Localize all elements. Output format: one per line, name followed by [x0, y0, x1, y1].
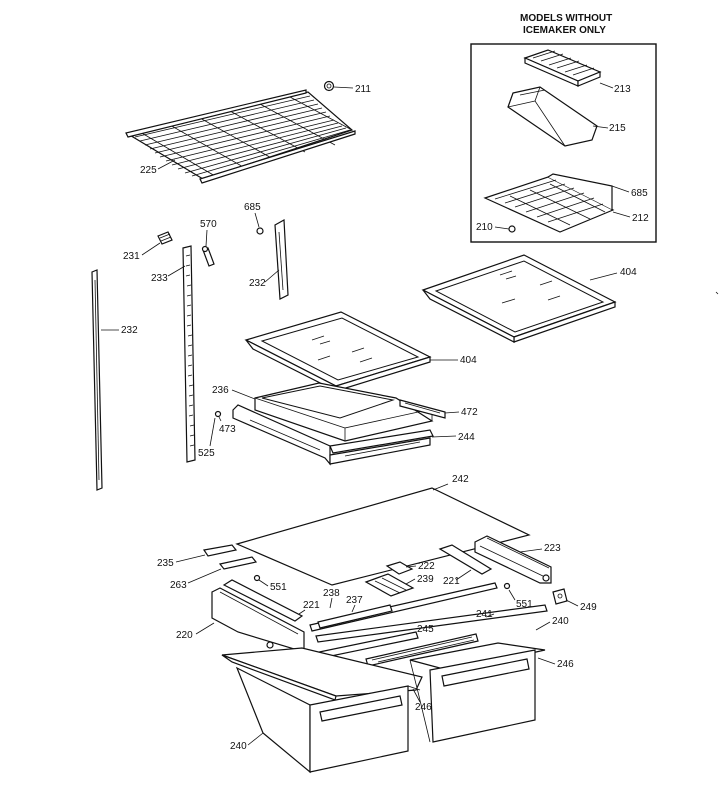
- callout-225: 225: [140, 165, 157, 176]
- callout-223: 223: [544, 543, 561, 554]
- callout-210: 210: [476, 222, 493, 233]
- callout-525: 525: [198, 448, 215, 459]
- bar-238: [317, 604, 393, 629]
- rail-232-center: [274, 219, 289, 300]
- callout-472: 472: [461, 407, 478, 418]
- ice-rack-212: [483, 173, 615, 233]
- callout-220: 220: [176, 630, 193, 641]
- rail-263: [218, 556, 258, 570]
- ice-bin-215: [507, 86, 598, 147]
- screw-473: [214, 410, 222, 418]
- ice-tray-213: [523, 49, 602, 87]
- callout-239: 239: [417, 574, 434, 585]
- rail-232-left: [91, 269, 103, 491]
- rail-235: [202, 544, 238, 557]
- clip-551-right: [503, 582, 511, 590]
- inset-header-line1: MODELS WITHOUT: [520, 13, 612, 24]
- callout-232-center: 232: [249, 278, 266, 289]
- callout-231: 231: [123, 251, 140, 262]
- inset-header-line2: ICEMAKER ONLY: [523, 25, 606, 36]
- callout-551-right: 551: [516, 599, 533, 610]
- crisper-pan-240-right: [409, 642, 546, 743]
- callout-246-right: 246: [557, 659, 574, 670]
- callout-473: 473: [219, 424, 236, 435]
- callout-238: 238: [323, 588, 340, 599]
- screw-210: [508, 225, 516, 233]
- callout-221-right: 221: [443, 576, 460, 587]
- screw-570: [201, 245, 215, 267]
- callout-233: 233: [151, 273, 168, 284]
- screw-685: [256, 227, 264, 235]
- glass-shelf-404-center: [244, 311, 432, 392]
- callout-235: 235: [157, 558, 174, 569]
- rail-241: [315, 604, 548, 643]
- bracket-222: [385, 561, 414, 575]
- callout-213: 213: [614, 84, 631, 95]
- ladder-233: [182, 245, 196, 463]
- callout-263: 263: [170, 580, 187, 591]
- callout-246-left: 246: [415, 702, 432, 713]
- callout-570: 570: [200, 219, 217, 230]
- rail-221-right: [438, 544, 493, 575]
- shelf-stop-211: [323, 80, 335, 92]
- slide-assembly-223: [474, 535, 552, 584]
- icemaker-inset: MODELS WITHOUT ICEMAKER ONLY 213 215 6: [470, 13, 657, 243]
- callout-222: 222: [418, 561, 435, 572]
- wire-shelf-225: [125, 80, 356, 184]
- callout-240-left: 240: [230, 741, 247, 752]
- scan-mark: [715, 291, 719, 295]
- clip-231: [157, 231, 173, 245]
- callout-551-left: 551: [270, 582, 287, 593]
- callout-244: 244: [458, 432, 475, 443]
- callout-221-left: 221: [303, 600, 320, 611]
- bracket-239: [364, 573, 415, 597]
- callout-211: 211: [355, 84, 371, 95]
- glass-shelf-404-upper: [421, 254, 617, 343]
- callout-685-inset: 685: [631, 188, 648, 199]
- callout-212: 212: [632, 213, 649, 224]
- clip-249: [552, 588, 568, 605]
- callout-685: 685: [244, 202, 261, 213]
- callout-241: 241: [476, 609, 493, 620]
- callout-404-center: 404: [460, 355, 477, 366]
- crisper-cover-glass-242: [235, 487, 531, 586]
- crisper-pan-240-left: [221, 647, 423, 774]
- callout-249: 249: [580, 602, 597, 613]
- callout-215: 215: [609, 123, 626, 134]
- rail-221-left: [222, 579, 304, 622]
- callout-242: 242: [452, 474, 469, 485]
- callout-245: 245: [417, 624, 434, 635]
- inset-frame: [470, 43, 657, 243]
- meat-pan-236: [254, 382, 434, 442]
- callout-232-left: 232: [121, 325, 138, 336]
- slide-rail-472: [399, 399, 446, 419]
- clip-551-left: [253, 574, 261, 582]
- pan-cover-frame-244: [232, 404, 434, 466]
- callout-237: 237: [346, 595, 363, 606]
- callout-404-upper: 404: [620, 267, 637, 278]
- callout-240-right: 240: [552, 616, 569, 627]
- callout-236: 236: [212, 385, 229, 396]
